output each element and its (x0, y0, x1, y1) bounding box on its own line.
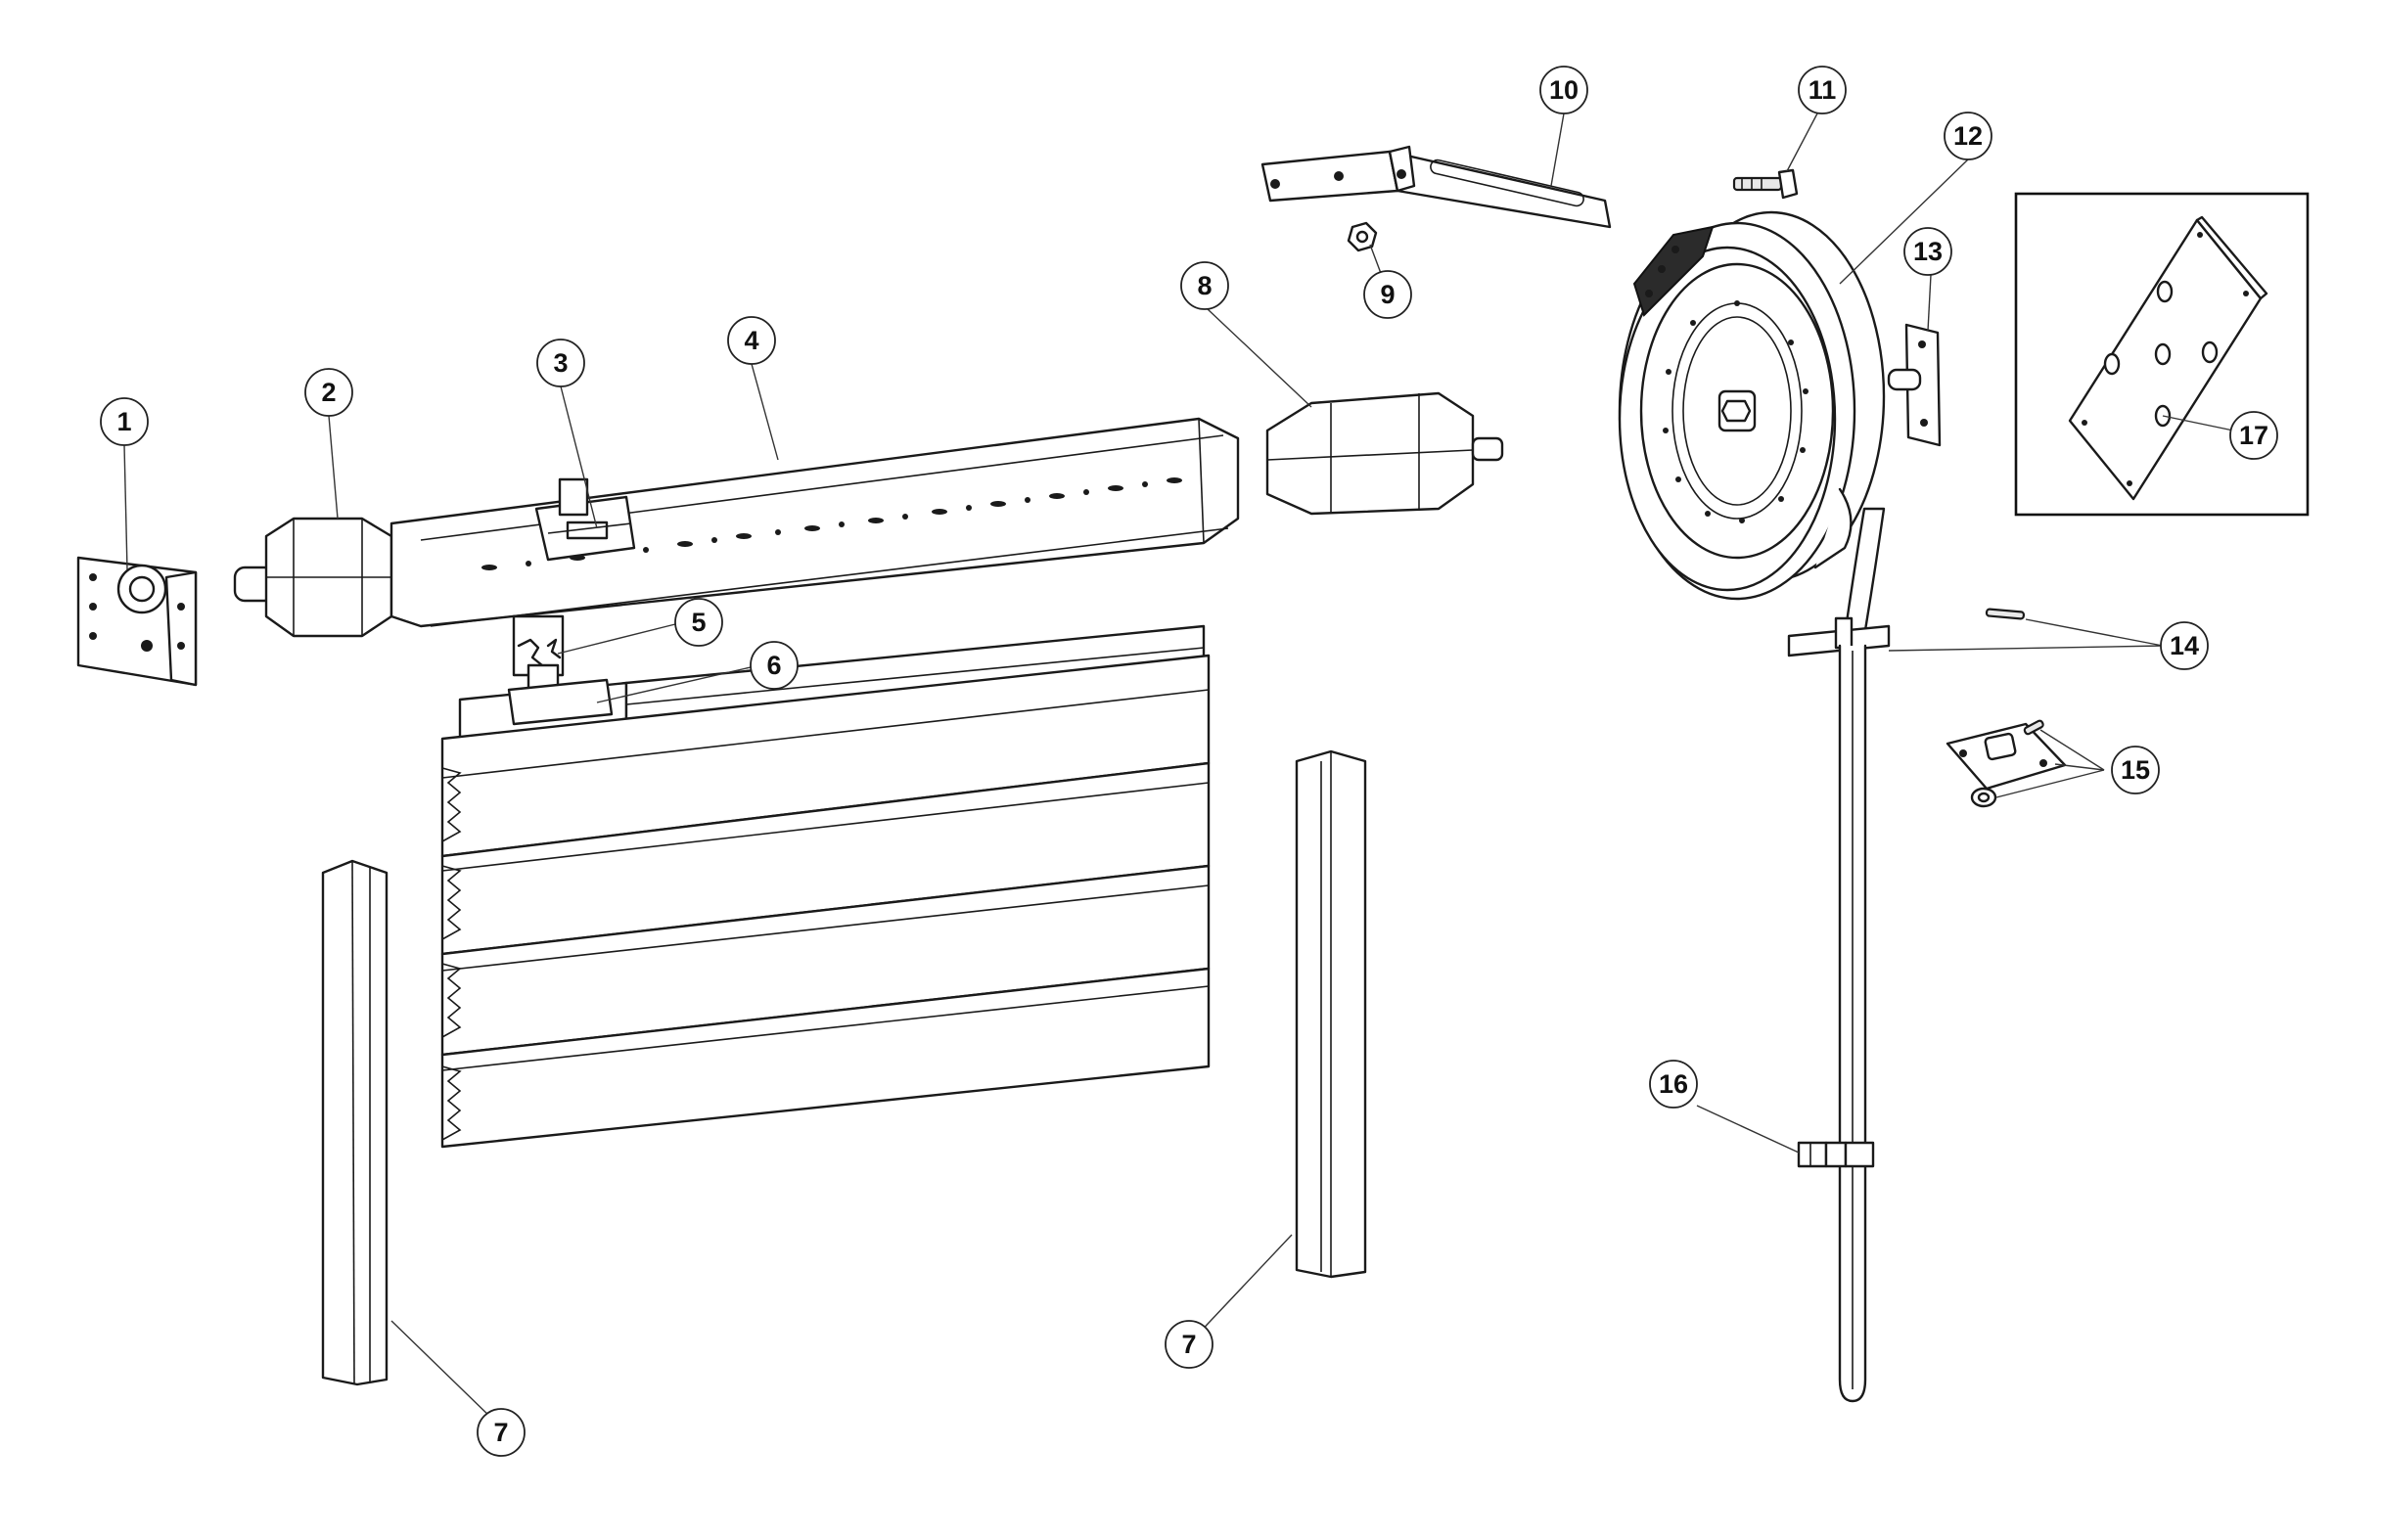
part-3-shaft-clip (534, 477, 636, 562)
callout-4: 4 (727, 316, 776, 365)
part-4-octagonal-shaft (389, 417, 1240, 628)
svg-text:7: 7 (1181, 1330, 1196, 1359)
svg-text:17: 17 (2239, 421, 2268, 450)
callouts: 1 2 3 4 5 6 7 7 8 9 10 11 12 13 14 15 16… (100, 66, 2278, 1457)
callout-2: 2 (304, 368, 353, 417)
svg-text:9: 9 (1380, 280, 1395, 309)
part-2-octagonal-end-cap (233, 517, 393, 638)
callout-14: 14 (2160, 621, 2209, 670)
callout-1: 1 (100, 397, 149, 446)
svg-text:3: 3 (553, 348, 568, 378)
callout-12: 12 (1944, 112, 1992, 160)
callout-7-left: 7 (477, 1408, 526, 1457)
svg-text:4: 4 (744, 326, 758, 355)
part-15-hinge-plate (1946, 719, 2067, 808)
callout-7-right: 7 (1165, 1320, 1213, 1369)
svg-text:12: 12 (1953, 121, 1983, 151)
callout-9: 9 (1363, 270, 1412, 319)
svg-text:14: 14 (2170, 631, 2199, 660)
svg-text:2: 2 (321, 378, 336, 407)
part-7-guide-rail-left (321, 859, 389, 1386)
svg-text:10: 10 (1549, 75, 1579, 105)
drum-bolt-holes (1663, 300, 1809, 523)
part-13-pin-bracket (1887, 323, 1942, 447)
part-12-spring-drum (1618, 210, 1886, 638)
svg-text:1: 1 (116, 407, 131, 436)
callout-17: 17 (2229, 411, 2278, 460)
callout-11: 11 (1798, 66, 1847, 114)
inset-box (2014, 192, 2310, 517)
part-5-hanger-strap (512, 614, 565, 706)
callout-8: 8 (1180, 261, 1229, 310)
callout-10: 10 (1539, 66, 1588, 114)
svg-text:6: 6 (766, 651, 781, 680)
callout-6: 6 (750, 641, 799, 690)
part-7-guide-rail-right (1295, 749, 1367, 1279)
svg-text:13: 13 (1913, 237, 1943, 266)
curtain-slats (440, 654, 1211, 1149)
part-9-hex-nut (1347, 221, 1378, 252)
callout-3: 3 (536, 339, 585, 387)
svg-text:7: 7 (493, 1418, 508, 1447)
part-11-bolt (1732, 168, 1799, 200)
svg-text:16: 16 (1659, 1069, 1688, 1099)
slat-edge-profiles (441, 767, 462, 1141)
svg-text:11: 11 (1809, 75, 1837, 105)
part-17-mounting-plate (2068, 215, 2268, 501)
callout-15: 15 (2111, 746, 2160, 794)
part-10-mounting-bracket (1260, 145, 1612, 229)
shaft-slot-holes (481, 477, 1182, 570)
callout-5: 5 (674, 598, 723, 647)
svg-text:5: 5 (691, 608, 706, 637)
svg-text:15: 15 (2121, 755, 2150, 785)
callout-13: 13 (1903, 227, 1952, 276)
part-1-end-bracket (76, 556, 198, 687)
part-16-rod-clip (1797, 1141, 1875, 1168)
callout-16: 16 (1649, 1060, 1698, 1109)
part-8-octagonal-adapter (1265, 391, 1504, 516)
crank-rod (1838, 644, 1867, 1403)
svg-text:8: 8 (1197, 271, 1212, 300)
leader-lines (123, 113, 2234, 1422)
